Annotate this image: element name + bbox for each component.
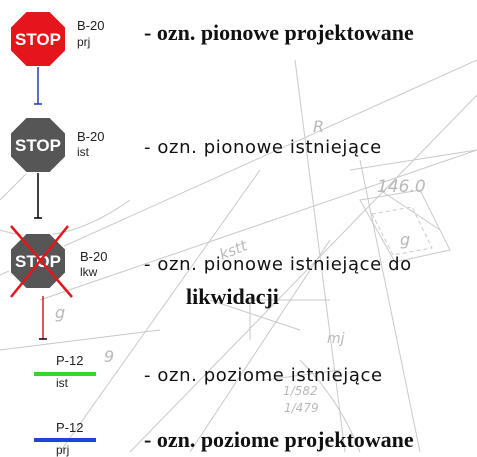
marking-code: P-12	[56, 353, 84, 368]
map-label-9: 9	[104, 347, 114, 366]
green-line-icon	[34, 372, 96, 376]
map-label-parcel1: 1/582	[283, 384, 318, 398]
map-label-g1: g	[55, 303, 65, 322]
marking-code: P-12	[56, 420, 84, 435]
legend-description-continued: likwidacji	[186, 284, 279, 309]
map-label-r: R	[313, 117, 324, 136]
legend-description: - ozn. poziome istniejące	[144, 365, 383, 386]
map-label-parcel2: 1/479	[284, 401, 319, 415]
legend-description: - ozn. pionowe istniejące do	[144, 254, 412, 275]
sign-status: ist	[77, 145, 89, 159]
stop-sign-crossed-icon: STOP	[9, 225, 73, 340]
legend-description: - ozn. poziome projektowane	[144, 427, 414, 452]
legend-description: - ozn. pionowe projektowane	[144, 20, 414, 45]
stop-sign-red-icon: STOP	[9, 10, 67, 105]
marking-status: prj	[56, 443, 70, 457]
sign-code: B-20	[77, 129, 105, 144]
svg-text:STOP: STOP	[15, 30, 61, 49]
sign-code: B-20	[80, 249, 108, 264]
sign-status: prj	[77, 35, 91, 49]
sign-code: B-20	[77, 18, 105, 33]
legend-description: - ozn. pionowe istniejące	[144, 137, 382, 158]
stop-sign-gray-icon: STOP	[9, 116, 67, 219]
map-label-elevation: 146.0	[377, 177, 426, 197]
map-label-g2: g	[400, 230, 410, 249]
map-label-mj: mj	[327, 331, 345, 347]
sign-status: lkw	[80, 265, 98, 279]
blue-line-icon	[34, 438, 96, 442]
marking-status: ist	[56, 376, 68, 390]
svg-text:STOP: STOP	[15, 136, 61, 155]
